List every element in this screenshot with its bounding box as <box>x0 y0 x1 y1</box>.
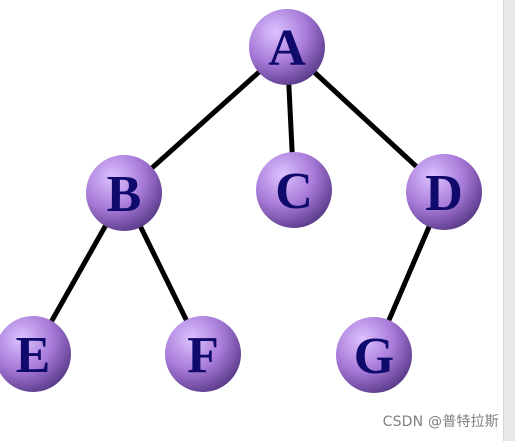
node-circle <box>165 316 241 392</box>
node-label: A <box>268 20 306 77</box>
node-a: A <box>249 9 325 85</box>
node-circle <box>336 317 412 393</box>
node-label: D <box>425 165 463 222</box>
tree-diagram: A B C D E F G <box>0 9 482 393</box>
node-e: E <box>0 316 71 392</box>
node-f: F <box>165 316 241 392</box>
node-circle <box>249 9 325 85</box>
node-circle <box>256 152 332 228</box>
node-circle <box>0 316 71 392</box>
watermark-text: CSDN @普特拉斯 <box>382 414 499 430</box>
node-label: F <box>187 327 219 384</box>
node-d: D <box>406 154 482 230</box>
node-g: G <box>336 317 412 393</box>
node-b: B <box>86 155 162 231</box>
node-label: C <box>275 163 313 220</box>
node-c: C <box>256 152 332 228</box>
nodes-layer: A B C D E F G <box>0 9 482 393</box>
node-circle <box>406 154 482 230</box>
node-label: E <box>16 327 51 384</box>
right-scroll-strip <box>503 0 515 441</box>
node-circle <box>86 155 162 231</box>
node-label: B <box>107 166 142 223</box>
node-label: G <box>354 328 394 385</box>
